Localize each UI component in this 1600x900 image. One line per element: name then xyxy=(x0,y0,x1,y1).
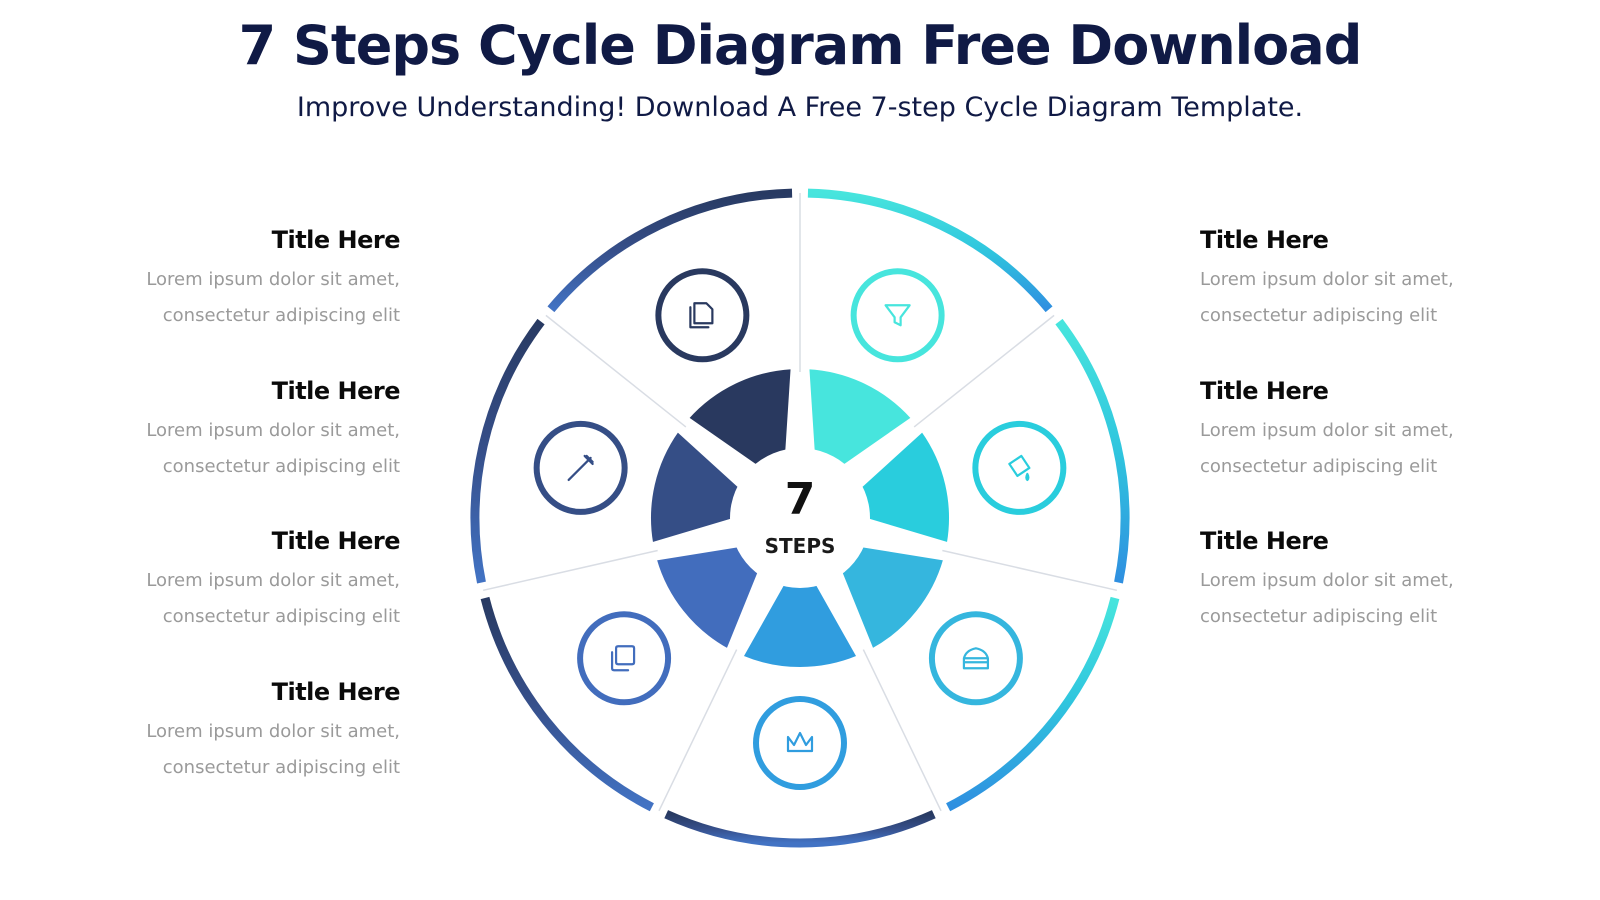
connector-line xyxy=(482,549,658,592)
page-title: 7 Steps Cycle Diagram Free Download xyxy=(238,14,1363,77)
step-title: Title Here xyxy=(271,377,401,405)
step-text-block: Title Here Lorem ipsum dolor sit amet, c… xyxy=(1200,375,1500,485)
center-number: 7 xyxy=(785,474,816,525)
connector-lines xyxy=(482,193,1118,812)
cake-icon xyxy=(962,647,990,670)
step-description: Lorem ipsum dolor sit amet, consectetur … xyxy=(1200,420,1454,477)
step-description: Lorem ipsum dolor sit amet, consectetur … xyxy=(146,570,400,627)
connector-line xyxy=(658,649,738,812)
ring-arc-segment xyxy=(807,188,1053,313)
step-title: Title Here xyxy=(271,226,401,254)
step-text-block: Title Here Lorem ipsum dolor sit amet, c… xyxy=(1200,224,1500,334)
step-description: Lorem ipsum dolor sit amet, consectetur … xyxy=(1200,570,1454,627)
step-description: Lorem ipsum dolor sit amet, consectetur … xyxy=(146,269,400,326)
step-description: Lorem ipsum dolor sit amet, consectetur … xyxy=(146,721,400,778)
step-title: Title Here xyxy=(271,678,401,706)
ring-arc-segment xyxy=(946,596,1120,812)
step-node-ring xyxy=(850,268,945,363)
step-node-ring xyxy=(972,420,1067,515)
step-description: Lorem ipsum dolor sit amet, consectetur … xyxy=(146,420,400,477)
ring-arc-segment xyxy=(1055,318,1130,584)
step-text-block: Title Here Lorem ipsum dolor sit amet, c… xyxy=(100,224,400,334)
ring-arc-segment xyxy=(547,188,793,313)
step-node-ring xyxy=(577,611,672,706)
eyedropper-icon xyxy=(567,454,594,482)
step-text-block: Title Here Lorem ipsum dolor sit amet, c… xyxy=(100,676,400,786)
connector-line xyxy=(545,314,687,428)
ring-arc-segment xyxy=(664,810,936,848)
outer-ring xyxy=(470,188,1130,848)
paint-bucket-icon xyxy=(1008,454,1031,482)
step-title: Title Here xyxy=(1200,377,1329,405)
step-node-ring xyxy=(655,268,750,363)
step-description: Lorem ipsum dolor sit amet, consectetur … xyxy=(1200,269,1454,326)
connector-line xyxy=(913,314,1055,428)
inner-petals xyxy=(649,367,951,669)
step-node-ring xyxy=(753,696,847,790)
step-title: Title Here xyxy=(1200,226,1329,254)
step-icon-nodes xyxy=(533,268,1067,790)
funnel-icon xyxy=(884,304,911,327)
page-subtitle: Improve Understanding! Download A Free 7… xyxy=(296,92,1304,123)
crown-icon xyxy=(786,731,814,753)
connector-line xyxy=(942,549,1118,592)
step-title: Title Here xyxy=(1200,527,1329,555)
center-label: STEPS xyxy=(765,534,836,558)
step-text-block: Title Here Lorem ipsum dolor sit amet, c… xyxy=(1200,525,1500,635)
ring-arc-segment xyxy=(470,318,545,584)
documents-icon xyxy=(689,302,714,329)
step-text-block: Title Here Lorem ipsum dolor sit amet, c… xyxy=(100,375,400,485)
ring-arc-segment xyxy=(480,596,654,812)
step-title: Title Here xyxy=(271,527,401,555)
copy-icon xyxy=(610,645,636,672)
center-disc xyxy=(730,448,870,588)
connector-line xyxy=(862,649,942,812)
step-text-block: Title Here Lorem ipsum dolor sit amet, c… xyxy=(100,525,400,635)
